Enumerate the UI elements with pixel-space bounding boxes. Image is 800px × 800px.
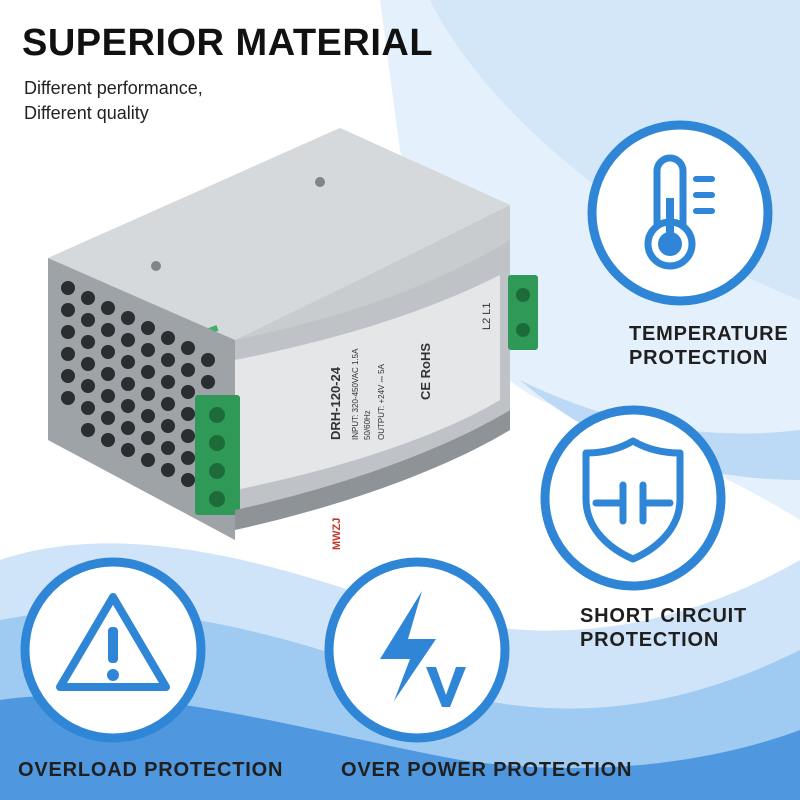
input-spec: INPUT: 320-450VAC 1.5A — [351, 348, 360, 440]
power-supply-image: DRH-120-24 MWZJ INPUT: 320-450VAC 1.5A 5… — [40, 110, 570, 570]
page-title: SUPERIOR MATERIAL — [22, 22, 434, 64]
short-circuit-label: SHORT CIRCUIT PROTECTION — [580, 604, 747, 652]
temperature-badge — [587, 120, 773, 306]
warning-triangle-icon — [56, 593, 170, 691]
short-circuit-label-line-1: SHORT CIRCUIT — [580, 605, 748, 627]
model-label: DRH-120-24 — [328, 366, 343, 440]
subtitle-line-1: Different performance, — [24, 78, 203, 98]
terminal-labels: L2 L1 — [481, 302, 493, 330]
over-power-badge — [324, 557, 510, 743]
shield-circuit-icon — [582, 437, 684, 563]
brand-logo: MWZJ — [331, 518, 343, 550]
overload-label: OVERLOAD PROTECTION — [18, 759, 284, 781]
certification-marks: CE RoHS — [418, 343, 433, 400]
temperature-label-line-2: PROTECTION — [629, 347, 769, 369]
output-spec: OUTPUT: +24V ⎓ 5A — [377, 363, 386, 440]
temperature-label: TEMPERATURE PROTECTION — [629, 322, 789, 370]
short-circuit-label-line-2: PROTECTION — [580, 629, 720, 651]
subtitle: Different performance, Different quality — [24, 76, 203, 126]
over-power-label: OVER POWER PROTECTION — [341, 759, 633, 781]
subtitle-line-2: Different quality — [24, 103, 149, 123]
temperature-label-line-1: TEMPERATURE — [629, 323, 789, 345]
thermometer-icon — [644, 154, 715, 270]
lightning-volt-icon — [380, 591, 466, 707]
short-circuit-badge — [540, 405, 726, 591]
freq-spec: 50/60Hz — [363, 410, 372, 440]
overload-badge — [20, 557, 206, 743]
